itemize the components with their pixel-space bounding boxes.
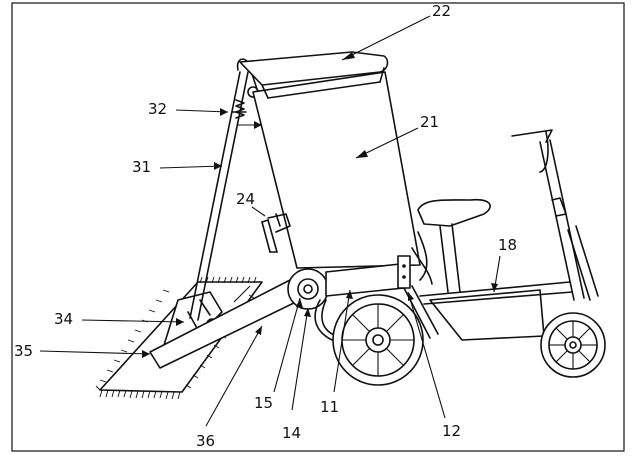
- tricycle-body: [411, 129, 599, 341]
- main-wheel: [332, 294, 424, 386]
- label-22: 22: [432, 2, 451, 20]
- label-36: 36: [196, 432, 215, 450]
- collection-bin: [239, 51, 421, 269]
- push-handle: [189, 58, 259, 321]
- label-32: 32: [148, 100, 167, 118]
- reference-labels: 22 21 32 31 24 18 34 35 15 14 11 12 36: [14, 2, 517, 450]
- chassis-frame: [314, 255, 439, 341]
- pivot-hub: [287, 268, 329, 310]
- label-34: 34: [54, 310, 73, 328]
- label-35: 35: [14, 342, 33, 360]
- bracket-24: [261, 213, 291, 253]
- label-31: 31: [132, 158, 151, 176]
- label-18: 18: [498, 236, 517, 254]
- label-12: 12: [442, 422, 461, 440]
- leader-lines: [39, 15, 501, 427]
- front-wheel: [540, 312, 606, 378]
- label-15: 15: [254, 394, 273, 412]
- label-24: 24: [236, 190, 255, 208]
- label-11: 11: [320, 398, 339, 416]
- label-21: 21: [420, 113, 439, 131]
- figure-border: [11, 2, 625, 452]
- label-14: 14: [282, 424, 301, 442]
